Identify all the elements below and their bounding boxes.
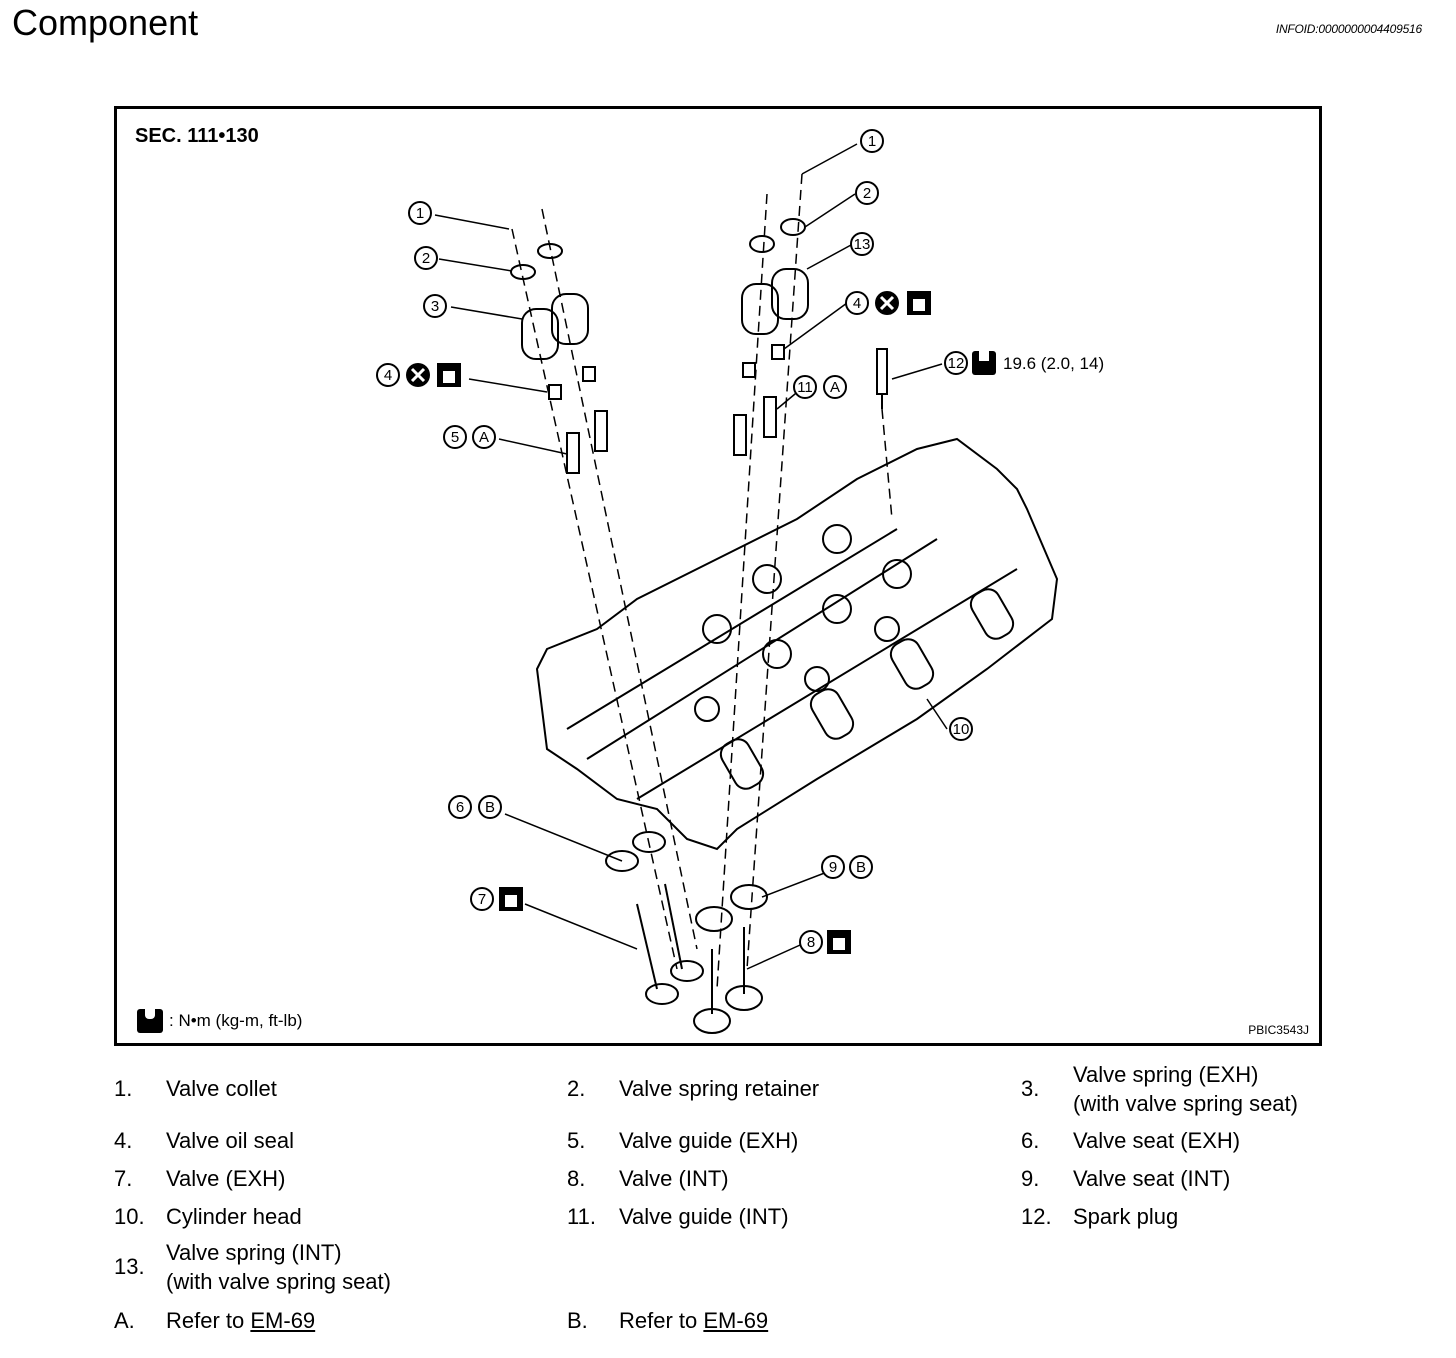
legend-item: A. Refer to EM-69 xyxy=(114,1307,316,1334)
torque-value: 19.6 (2.0, 14) xyxy=(1003,354,1104,373)
torque-wrench-icon xyxy=(137,1007,163,1033)
callout-9: 9 xyxy=(829,859,837,876)
legend-item: 12.Spark plug xyxy=(1021,1203,1179,1230)
legend-item: 10.Cylinder head xyxy=(114,1203,302,1230)
callout-2-right: 2 xyxy=(863,185,871,202)
callout-11: 11 xyxy=(797,379,813,396)
callout-letter-a-5: A xyxy=(479,429,489,446)
legend-item: 7.Valve (EXH) xyxy=(114,1165,286,1192)
callout-13: 13 xyxy=(854,236,871,253)
callout-12: 12 xyxy=(948,355,965,372)
callout-letter-a-11: A xyxy=(830,379,840,396)
legend-item: 6.Valve seat (EXH) xyxy=(1021,1127,1241,1154)
callout-4-right: 4 xyxy=(853,295,861,312)
legend-item: 2.Valve spring retainer xyxy=(567,1075,820,1102)
callout-letter-b-6: B xyxy=(485,799,495,816)
callout-5: 5 xyxy=(451,429,459,446)
callout-6: 6 xyxy=(456,799,464,816)
legend-item: 3. Valve spring (EXH)(with valve spring … xyxy=(1021,1062,1298,1116)
page-title: Component xyxy=(12,2,199,43)
legend-item: B. Refer to EM-69 xyxy=(567,1307,769,1334)
component-diagram: 1 2 13 4 12 11 1 2 3 4 5 6 7 8 9 10 A A … xyxy=(114,106,1322,1046)
callout-10: 10 xyxy=(953,721,970,738)
cylinder-head-drawing xyxy=(535,437,1059,851)
unit-note: : N•m (kg-m, ft-lb) xyxy=(137,1007,303,1033)
callout-8: 8 xyxy=(807,934,815,951)
legend-item: 1.Valve collet xyxy=(114,1075,277,1102)
legend-item: 8.Valve (INT) xyxy=(567,1165,729,1192)
em-69-link[interactable]: EM-69 xyxy=(703,1308,769,1333)
info-id: INFOID:0000000004409516 xyxy=(1275,22,1422,36)
section-number: SEC. 111•130 xyxy=(135,125,259,147)
callout-2-left: 2 xyxy=(422,250,430,267)
legend-item: 11.Valve guide (INT) xyxy=(567,1203,789,1230)
legend-item: 5.Valve guide (EXH) xyxy=(567,1127,799,1154)
callout-3: 3 xyxy=(431,298,439,315)
callout-1-left: 1 xyxy=(416,205,424,222)
legend-item: 9.Valve seat (INT) xyxy=(1021,1165,1231,1192)
figure-id: PBIC3543J xyxy=(1248,1023,1309,1037)
replace-and-sealant-icons xyxy=(406,291,996,954)
unit-note-text: : N•m (kg-m, ft-lb) xyxy=(169,1011,303,1030)
callout-1-right: 1 xyxy=(868,133,876,150)
callout-7: 7 xyxy=(478,891,486,908)
callout-4-left: 4 xyxy=(384,367,392,384)
legend-item: 4.Valve oil seal xyxy=(114,1127,294,1154)
em-69-link[interactable]: EM-69 xyxy=(250,1308,316,1333)
legend-item: 13. Valve spring (INT)(with valve spring… xyxy=(114,1240,391,1294)
callout-letter-b-9: B xyxy=(856,859,866,876)
diagram-drawing: 1 2 13 4 12 11 1 2 3 4 5 6 7 8 9 10 A A … xyxy=(376,129,1104,1034)
